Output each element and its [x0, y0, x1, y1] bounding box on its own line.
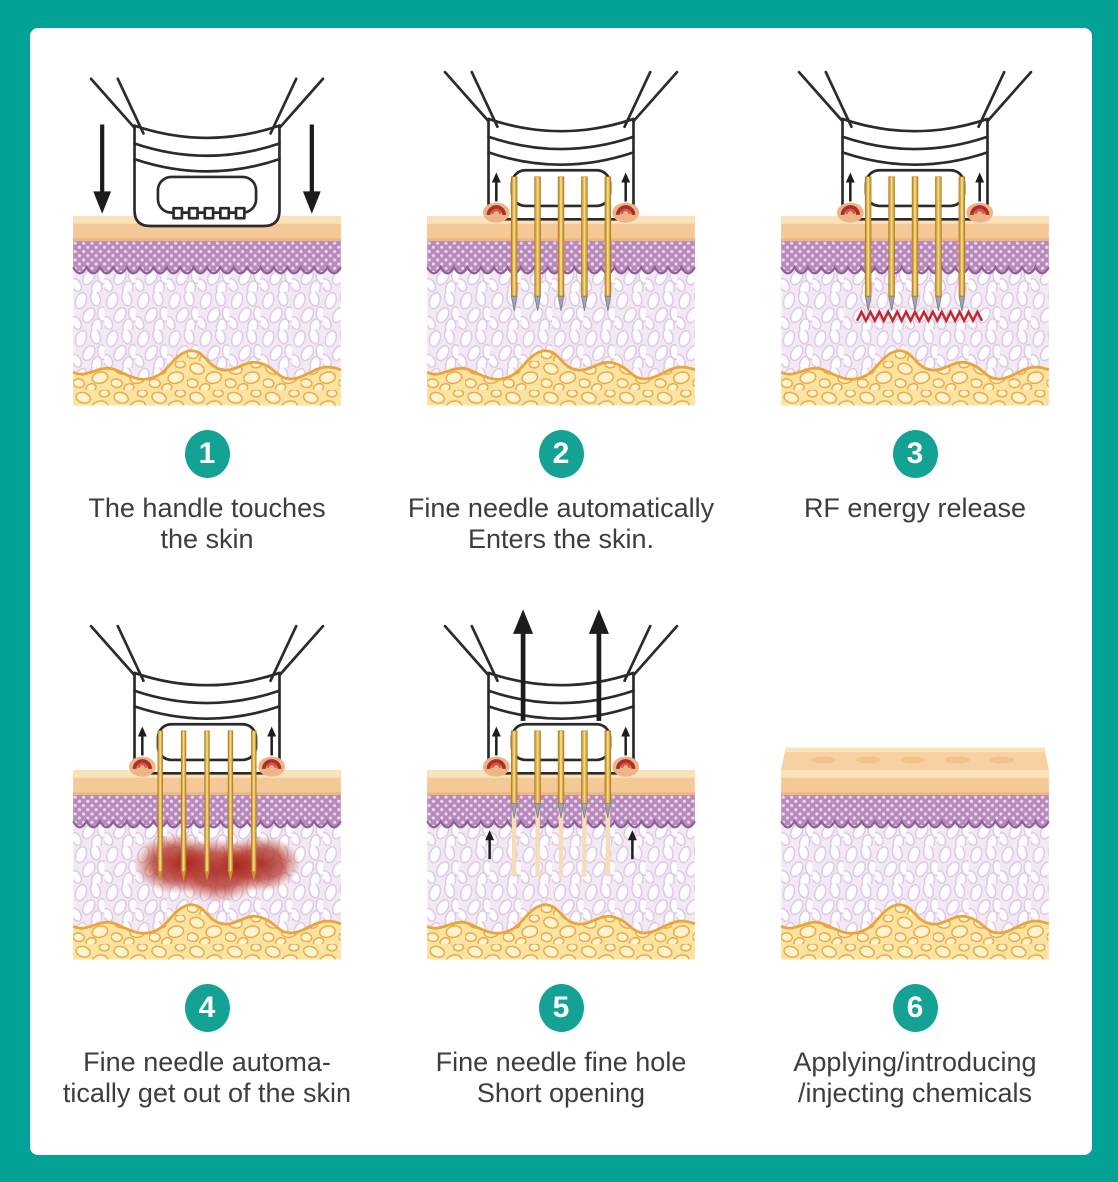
step-number-badge: 4	[184, 983, 230, 1032]
step-number-badge: 6	[892, 983, 938, 1032]
vacuum-seal-bump	[256, 754, 287, 779]
step-number-badge: 3	[892, 430, 938, 478]
step-1: 1 The handle touches the skin	[30, 42, 384, 596]
step-5: 5 Fine needle fine hole Short opening	[384, 596, 738, 1150]
rf-energy-zigzag	[855, 309, 984, 324]
step-3-figure	[779, 70, 1051, 407]
step-5-figure	[425, 608, 697, 961]
vacuum-seal-bump	[481, 754, 512, 779]
step-caption: Applying/introducing /injecting chemical…	[793, 1046, 1037, 1108]
skin-cross-section	[779, 768, 1051, 961]
steps-grid: 1 The handle touches the skin 2 Fine nee…	[30, 28, 1092, 1155]
step-number-badge: 1	[184, 430, 230, 478]
poster-panel: 1 The handle touches the skin 2 Fine nee…	[30, 28, 1092, 1155]
step-caption: Fine needle fine hole Short opening	[435, 1046, 687, 1108]
step-caption: RF energy release	[803, 493, 1027, 523]
step-caption: Fine needle automa- tically get out of t…	[62, 1046, 352, 1108]
step-4-figure	[71, 624, 343, 961]
vacuum-seal-bump	[835, 200, 866, 225]
handpiece-illustration	[89, 77, 325, 228]
heat-zone	[133, 833, 301, 903]
vacuum-seal-bump	[610, 754, 641, 779]
step-6-figure	[779, 747, 1051, 961]
step-3: 3 RF energy release	[738, 42, 1092, 596]
down-arrow-icon	[93, 124, 112, 214]
vacuum-seal-bump	[610, 200, 641, 225]
step-4: 4 Fine needle automa- tically get out of…	[30, 596, 384, 1150]
vacuum-seal-bump	[481, 200, 512, 225]
vacuum-seal-bump	[127, 754, 158, 779]
step-6: 6 Applying/introducing /injecting chemic…	[738, 596, 1092, 1150]
step-number-badge: 2	[538, 430, 584, 478]
skin-top-face	[781, 747, 1049, 770]
step-1-figure	[71, 77, 343, 407]
step-caption: The handle touches the skin	[88, 493, 326, 555]
skin-cross-section	[71, 214, 343, 407]
vacuum-seal-bump	[964, 200, 995, 225]
down-arrow-icon	[302, 124, 321, 214]
step-number-badge: 5	[538, 983, 584, 1032]
step-2: 2 Fine needle automatically Enters the s…	[384, 42, 738, 596]
step-caption: Fine needle automatically Enters the ski…	[407, 493, 715, 555]
step-2-figure	[425, 70, 697, 407]
